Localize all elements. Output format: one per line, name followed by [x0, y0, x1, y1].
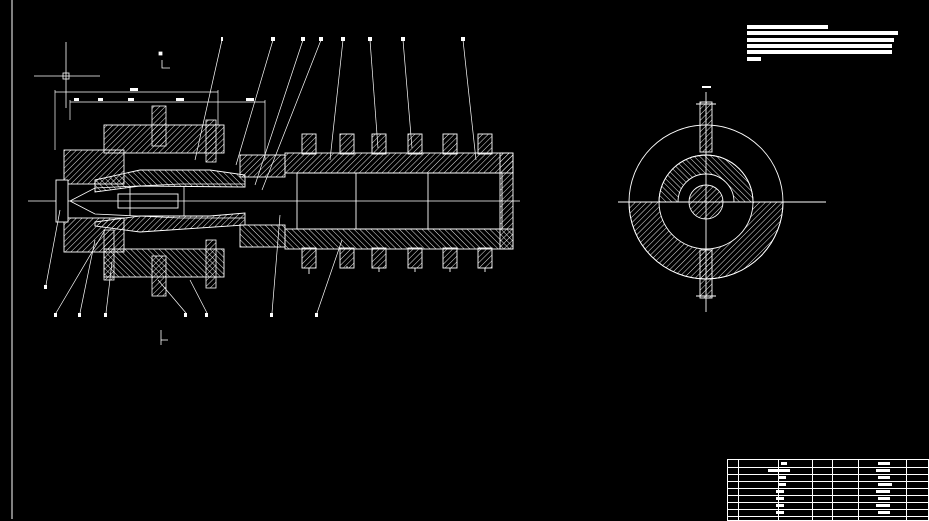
note-line-3 [747, 38, 894, 42]
heater-band-bolts [301, 133, 493, 269]
note-line-6 [747, 57, 761, 61]
section-view [618, 92, 826, 312]
parts-list-table [727, 459, 929, 521]
barrel [284, 152, 514, 250]
section-label-glyph [702, 86, 711, 88]
callout-leaders-top [194, 39, 477, 191]
callout-markers-top [221, 37, 465, 41]
dimension-labels [74, 88, 254, 101]
note-line-2 [747, 31, 898, 35]
callout-leaders-bottom [45, 209, 343, 314]
die-head-bolts [103, 105, 217, 297]
note-line-5 [747, 50, 892, 54]
origin-crosshair [34, 42, 100, 108]
dimension-lines [54, 90, 266, 160]
heater-band-bolt-shanks [308, 266, 486, 274]
section-mark-top [158, 51, 170, 69]
mandrel [69, 183, 245, 219]
note-line-4 [747, 44, 892, 48]
drawing-border [11, 0, 13, 519]
section-mark-bottom [160, 330, 168, 345]
callout-markers-bottom [44, 285, 318, 317]
note-line-1 [747, 25, 828, 29]
